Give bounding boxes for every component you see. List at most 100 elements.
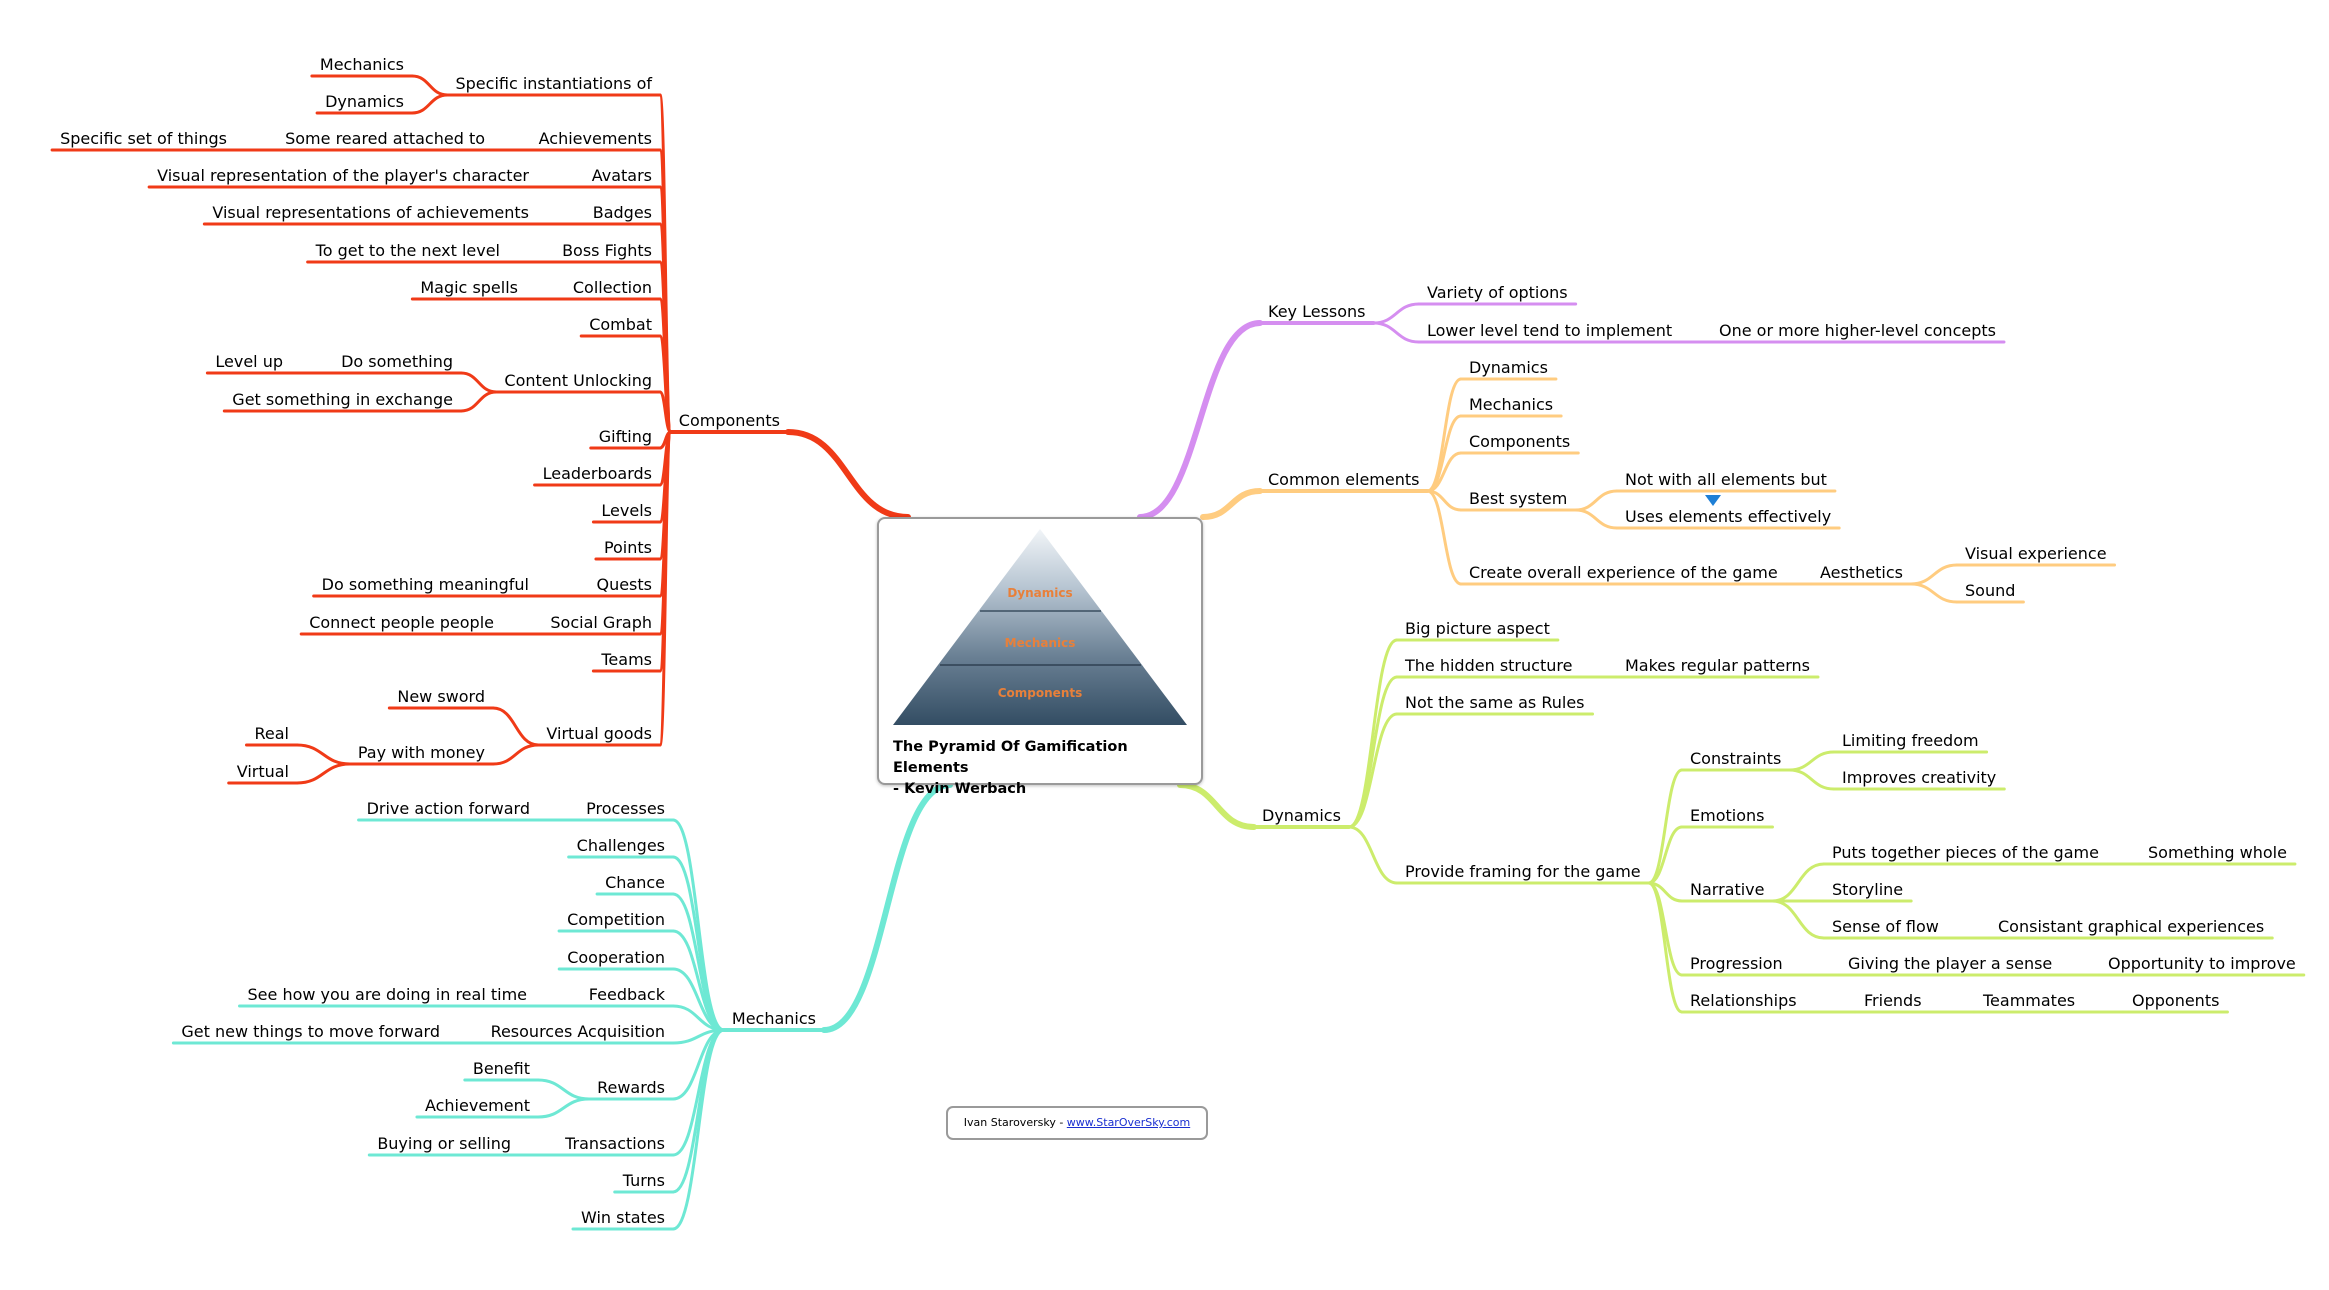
node-sound[interactable]: Sound — [1955, 581, 2025, 604]
node-combat[interactable]: Combat — [579, 315, 662, 338]
node-visual-representation-of-the-player-s-character[interactable]: Visual representation of the player's ch… — [147, 166, 539, 189]
node-collection[interactable]: Collection — [563, 278, 662, 301]
node-competition[interactable]: Competition — [557, 910, 675, 933]
node-turns[interactable]: Turns — [613, 1171, 675, 1194]
node-levels[interactable]: Levels — [591, 501, 662, 524]
node-mechanics[interactable]: Mechanics — [721, 1009, 826, 1032]
node-get-something-in-exchange[interactable]: Get something in exchange — [222, 390, 463, 413]
node-avatars[interactable]: Avatars — [582, 166, 662, 189]
node-teams[interactable]: Teams — [591, 650, 662, 673]
node-feedback[interactable]: Feedback — [579, 985, 675, 1008]
credit-link[interactable]: www.StarOverSky.com — [1066, 1116, 1191, 1129]
branch-connector — [1573, 508, 1619, 530]
node-chance[interactable]: Chance — [595, 873, 675, 896]
node-rewards[interactable]: Rewards — [587, 1078, 675, 1101]
node-cooperation[interactable]: Cooperation — [557, 948, 675, 971]
node-sense-of-flow[interactable]: Sense of flow — [1822, 917, 1949, 940]
node-uses-elements-effectively[interactable]: Uses elements effectively — [1615, 507, 1841, 530]
node-provide-framing-for-the-game[interactable]: Provide framing for the game — [1395, 862, 1651, 885]
node-friends[interactable]: Friends — [1854, 991, 1932, 1014]
central-topic[interactable]: Dynamics Mechanics Components The Pyrami… — [877, 517, 1203, 797]
node-processes[interactable]: Processes — [576, 799, 675, 822]
node-buying-or-selling[interactable]: Buying or selling — [367, 1134, 521, 1157]
node-opportunity-to-improve[interactable]: Opportunity to improve — [2098, 954, 2306, 977]
node-aesthetics[interactable]: Aesthetics — [1810, 563, 1913, 586]
node-variety-of-options[interactable]: Variety of options — [1417, 283, 1578, 306]
node-content-unlocking[interactable]: Content Unlocking — [494, 371, 662, 394]
node-progression[interactable]: Progression — [1680, 954, 1793, 977]
node-narrative[interactable]: Narrative — [1680, 880, 1774, 903]
branch-connector — [1425, 489, 1463, 586]
node-components[interactable]: Components — [668, 411, 790, 434]
node-dynamics[interactable]: Dynamics — [315, 92, 414, 115]
node-lower-level-tend-to-implement[interactable]: Lower level tend to implement — [1417, 321, 1682, 344]
node-constraints[interactable]: Constraints — [1680, 749, 1791, 772]
node-connect-people-people[interactable]: Connect people people — [299, 613, 504, 636]
node-visual-experience[interactable]: Visual experience — [1955, 544, 2117, 567]
node-giving-the-player-a-sense[interactable]: Giving the player a sense — [1838, 954, 2062, 977]
node-visual-representations-of-achievements[interactable]: Visual representations of achievements — [202, 203, 539, 226]
node-something-whole[interactable]: Something whole — [2138, 843, 2297, 866]
node-label: Sense of flow — [1832, 917, 1939, 936]
node-some-reared-attached-to[interactable]: Some reared attached to — [275, 129, 495, 152]
node-components[interactable]: Components — [1459, 432, 1580, 455]
node-label: Virtual goods — [546, 724, 652, 743]
node-badges[interactable]: Badges — [583, 203, 662, 226]
node-leaderboards[interactable]: Leaderboards — [533, 464, 662, 487]
node-virtual-goods[interactable]: Virtual goods — [536, 724, 662, 747]
node-create-overall-experience-of-the-game[interactable]: Create overall experience of the game — [1459, 563, 1788, 586]
node-label: Content Unlocking — [504, 371, 652, 390]
node-the-hidden-structure[interactable]: The hidden structure — [1395, 656, 1582, 679]
node-common-elements[interactable]: Common elements — [1258, 470, 1430, 493]
node-not-the-same-as-rules[interactable]: Not the same as Rules — [1395, 693, 1595, 716]
node-real[interactable]: Real — [245, 724, 299, 747]
node-dynamics[interactable]: Dynamics — [1459, 358, 1558, 381]
node-big-picture-aspect[interactable]: Big picture aspect — [1395, 619, 1560, 642]
node-improves-creativity[interactable]: Improves creativity — [1832, 768, 2006, 791]
node-makes-regular-patterns[interactable]: Makes regular patterns — [1615, 656, 1820, 679]
node-dynamics[interactable]: Dynamics — [1252, 806, 1351, 829]
node-best-system[interactable]: Best system — [1459, 489, 1577, 512]
node-get-new-things-to-move-forward[interactable]: Get new things to move forward — [171, 1022, 450, 1045]
node-one-or-more-higher-level-concepts[interactable]: One or more higher-level concepts — [1709, 321, 2006, 344]
node-do-something[interactable]: Do something — [331, 352, 463, 375]
node-limiting-freedom[interactable]: Limiting freedom — [1832, 731, 1989, 754]
node-opponents[interactable]: Opponents — [2122, 991, 2229, 1014]
node-quests[interactable]: Quests — [586, 575, 662, 598]
node-consistant-graphical-experiences[interactable]: Consistant graphical experiences — [1988, 917, 2274, 940]
branch-connector — [671, 1028, 726, 1231]
node-achievement[interactable]: Achievement — [415, 1096, 540, 1119]
node-transactions[interactable]: Transactions — [555, 1134, 675, 1157]
node-magic-spells[interactable]: Magic spells — [410, 278, 528, 301]
node-to-get-to-the-next-level[interactable]: To get to the next level — [306, 241, 510, 264]
node-specific-instantiations-of[interactable]: Specific instantiations of — [445, 74, 662, 97]
node-win-states[interactable]: Win states — [571, 1208, 675, 1231]
node-boss-fights[interactable]: Boss Fights — [552, 241, 662, 264]
node-benefit[interactable]: Benefit — [463, 1059, 540, 1082]
node-achievements[interactable]: Achievements — [529, 129, 662, 152]
node-specific-set-of-things[interactable]: Specific set of things — [50, 129, 237, 152]
node-emotions[interactable]: Emotions — [1680, 806, 1774, 829]
node-mechanics[interactable]: Mechanics — [310, 55, 414, 78]
node-new-sword[interactable]: New sword — [387, 687, 495, 710]
node-do-something-meaningful[interactable]: Do something meaningful — [312, 575, 539, 598]
node-teammates[interactable]: Teammates — [1973, 991, 2085, 1014]
node-challenges[interactable]: Challenges — [567, 836, 675, 859]
node-not-with-all-elements-but[interactable]: Not with all elements but — [1615, 470, 1837, 493]
node-key-lessons[interactable]: Key Lessons — [1258, 302, 1376, 325]
node-virtual[interactable]: Virtual — [227, 762, 299, 785]
node-points[interactable]: Points — [594, 538, 662, 561]
node-see-how-you-are-doing-in-real-time[interactable]: See how you are doing in real time — [238, 985, 537, 1008]
node-label: Benefit — [473, 1059, 530, 1078]
node-relationships[interactable]: Relationships — [1680, 991, 1807, 1014]
node-social-graph[interactable]: Social Graph — [540, 613, 662, 636]
node-resources-acquisition[interactable]: Resources Acquisition — [481, 1022, 675, 1045]
node-mechanics[interactable]: Mechanics — [1459, 395, 1563, 418]
node-level-up[interactable]: Level up — [205, 352, 293, 375]
node-drive-action-forward[interactable]: Drive action forward — [357, 799, 540, 822]
branch-connector — [491, 743, 540, 766]
node-gifting[interactable]: Gifting — [589, 427, 662, 450]
node-storyline[interactable]: Storyline — [1822, 880, 1913, 903]
node-pay-with-money[interactable]: Pay with money — [348, 743, 495, 766]
node-puts-together-pieces-of-the-game[interactable]: Puts together pieces of the game — [1822, 843, 2109, 866]
